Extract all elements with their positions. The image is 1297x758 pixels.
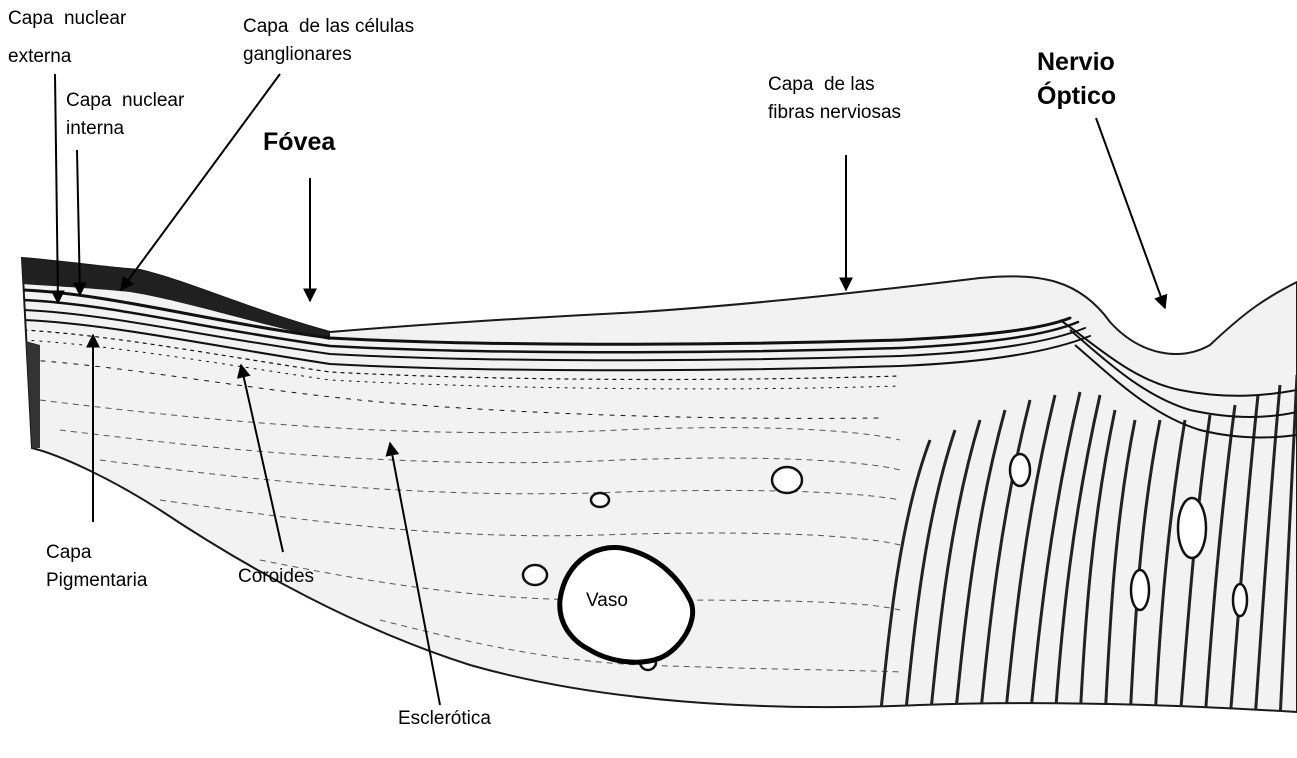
- label-optic-nerve-line1: Nervio: [1037, 48, 1115, 77]
- label-vessel: Vaso: [586, 590, 628, 612]
- label-pigment-line2: Pigmentaria: [46, 570, 147, 592]
- label-ganglion-line2: ganglionares: [243, 44, 352, 66]
- label-outer-nuclear-line2: externa: [8, 46, 71, 68]
- label-pigment-line1: Capa: [46, 542, 91, 564]
- label-inner-nuclear-line1: Capa nuclear: [66, 90, 184, 112]
- label-outer-nuclear-line1: Capa nuclear: [8, 8, 126, 30]
- label-fovea: Fóvea: [263, 128, 335, 157]
- label-nerve-fiber-line1: Capa de las: [768, 74, 875, 96]
- arrow-optic-nerve: [1096, 118, 1165, 308]
- label-sclera: Esclerótica: [398, 708, 491, 730]
- label-inner-nuclear-line2: interna: [66, 118, 124, 140]
- label-optic-nerve-line2: Óptico: [1037, 82, 1116, 111]
- label-nerve-fiber-line2: fibras nerviosas: [768, 102, 901, 124]
- label-ganglion-line1: Capa de las células: [243, 16, 414, 38]
- label-choroid: Coroides: [238, 566, 314, 588]
